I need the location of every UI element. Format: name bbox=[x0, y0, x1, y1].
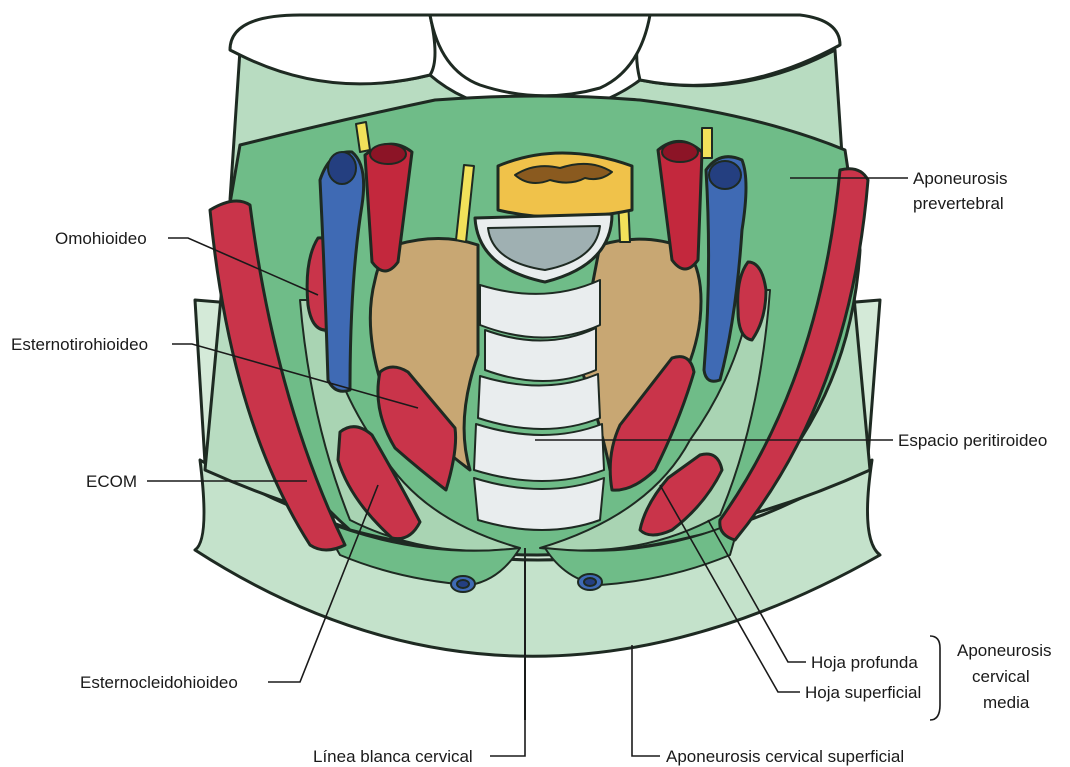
label-aponeurosis-superficial: Aponeurosis cervical superficial bbox=[666, 747, 904, 766]
label-aponeurosis-media-3: media bbox=[983, 693, 1030, 712]
label-aponeurosis-prevertebral-2: prevertebral bbox=[913, 194, 1004, 213]
anterior-jugular-right-lumen bbox=[584, 578, 596, 586]
label-aponeurosis-media-2: cervical bbox=[972, 667, 1030, 686]
anterior-jugular-left-lumen bbox=[457, 580, 469, 588]
vertebral-body bbox=[498, 153, 632, 218]
label-esternotirohioideo: Esternotirohioideo bbox=[11, 335, 148, 354]
nerve-right-1 bbox=[702, 128, 712, 158]
carotid-artery-left-lumen bbox=[370, 144, 406, 164]
label-hoja-profunda: Hoja profunda bbox=[811, 653, 918, 672]
label-espacio-peritiroideo: Espacio peritiroideo bbox=[898, 431, 1047, 450]
bracket-aponeurosis-media bbox=[930, 636, 940, 720]
label-aponeurosis-media-1: Aponeurosis bbox=[957, 641, 1052, 660]
leader-aponeurosis-superficial bbox=[632, 645, 660, 756]
label-hoja-superficial: Hoja superficial bbox=[805, 683, 921, 702]
label-esternocleidohioideo: Esternocleidohioideo bbox=[80, 673, 238, 692]
label-omohioideo: Omohioideo bbox=[55, 229, 147, 248]
skin-top-center bbox=[430, 15, 650, 96]
jugular-vein-right-lumen bbox=[709, 161, 741, 189]
jugular-vein-left-lumen bbox=[328, 152, 356, 184]
carotid-artery-right-lumen bbox=[662, 142, 698, 162]
label-aponeurosis-prevertebral-1: Aponeurosis bbox=[913, 169, 1008, 188]
label-linea-blanca: Línea blanca cervical bbox=[313, 747, 473, 766]
label-ecom: ECOM bbox=[86, 472, 137, 491]
